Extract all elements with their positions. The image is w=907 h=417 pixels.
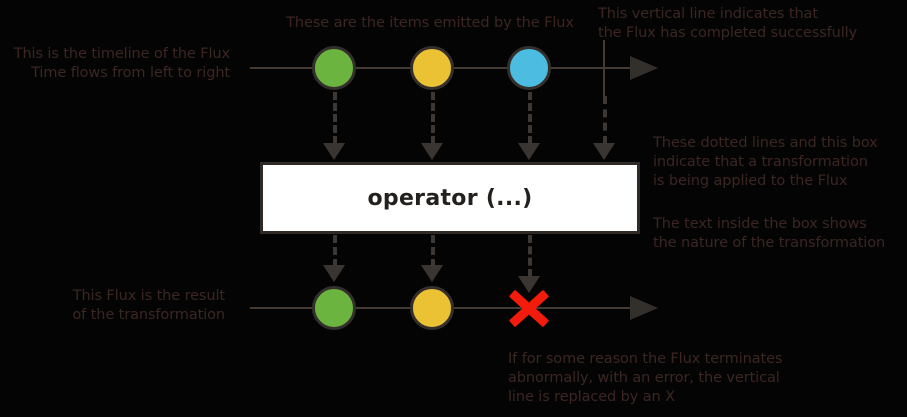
connector-arrow-blue-in [518, 143, 540, 160]
connector-arrow-green-in [323, 143, 345, 160]
annotation-error: If for some reason the Flux terminates a… [508, 351, 783, 405]
annotation-box-text-meaning: The text inside the box shows the nature… [653, 216, 886, 251]
connector-line-error-out [528, 235, 532, 277]
result-timeline-arrow-icon [630, 296, 658, 320]
connector-arrow-yellow-in [421, 143, 443, 160]
marble-green-source[interactable] [312, 46, 356, 90]
operator-box[interactable]: operator (...) [260, 162, 640, 234]
connector-arrow-completion-in [593, 143, 615, 160]
annotation-timeline-left: This is the timeline of the Flux Time fl… [13, 46, 230, 81]
connector-line-green-out [333, 235, 337, 267]
annotation-completion: This vertical line indicates that the Fl… [598, 6, 858, 41]
operator-label: operator (...) [367, 185, 533, 211]
marble-yellow-result[interactable] [410, 286, 454, 330]
completion-line-marker [603, 40, 605, 96]
annotation-items-emitted: These are the items emitted by the Flux [286, 15, 574, 31]
source-timeline-arrow-icon [630, 56, 658, 80]
annotation-transformation: These dotted lines and this box indicate… [653, 135, 878, 189]
connector-line-yellow-in [431, 92, 435, 144]
marble-blue-source[interactable] [507, 46, 551, 90]
marble-yellow-source[interactable] [410, 46, 454, 90]
connector-line-completion-in [603, 96, 607, 144]
error-x-icon[interactable] [506, 285, 552, 331]
annotation-result-left: This Flux is the result of the transform… [72, 288, 225, 323]
marble-green-result[interactable] [312, 286, 356, 330]
connector-arrow-green-out [323, 265, 345, 282]
connector-line-yellow-out [431, 235, 435, 267]
connector-line-blue-in [528, 92, 532, 144]
connector-line-green-in [333, 92, 337, 144]
connector-arrow-yellow-out [421, 265, 443, 282]
connector-arrow-error-out [518, 276, 540, 293]
